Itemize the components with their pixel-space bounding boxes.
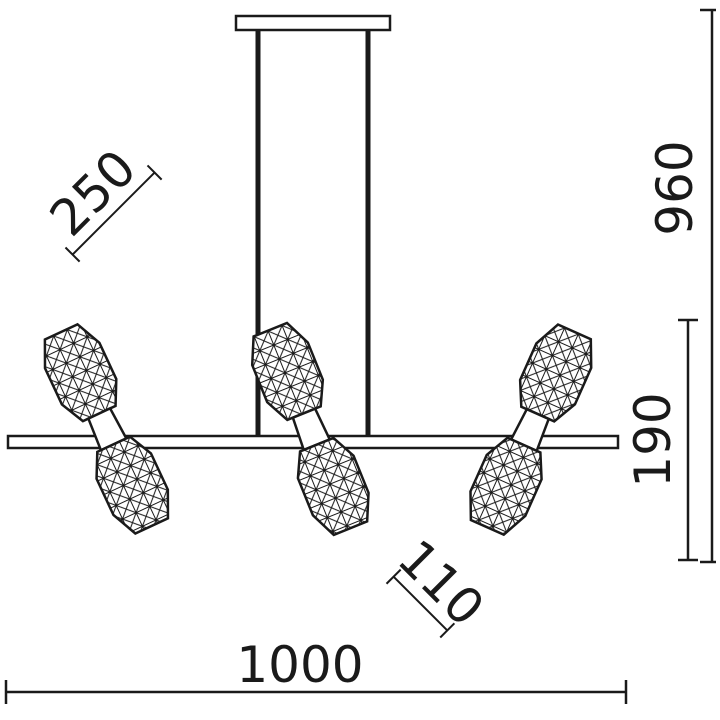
overall-height-dimension: 960 xyxy=(646,8,716,564)
shade-width-label: 110 xyxy=(387,529,495,637)
overall-height-label: 960 xyxy=(646,140,704,235)
crystal-pendant-right xyxy=(469,323,593,537)
shade-length-dimension: 250 xyxy=(39,139,163,263)
crystal-pendant-middle xyxy=(250,321,370,537)
shade-length-label: 250 xyxy=(39,139,147,247)
crystal-pendant-left xyxy=(43,322,170,535)
body-height-label: 190 xyxy=(624,392,682,487)
shade-width-dimension: 110 xyxy=(385,529,495,639)
ceiling-canopy xyxy=(234,14,392,32)
body-height-dimension: 190 xyxy=(624,318,698,562)
width-dimension-label: 1000 xyxy=(236,636,363,694)
width-dimension: 1000 xyxy=(4,636,628,704)
